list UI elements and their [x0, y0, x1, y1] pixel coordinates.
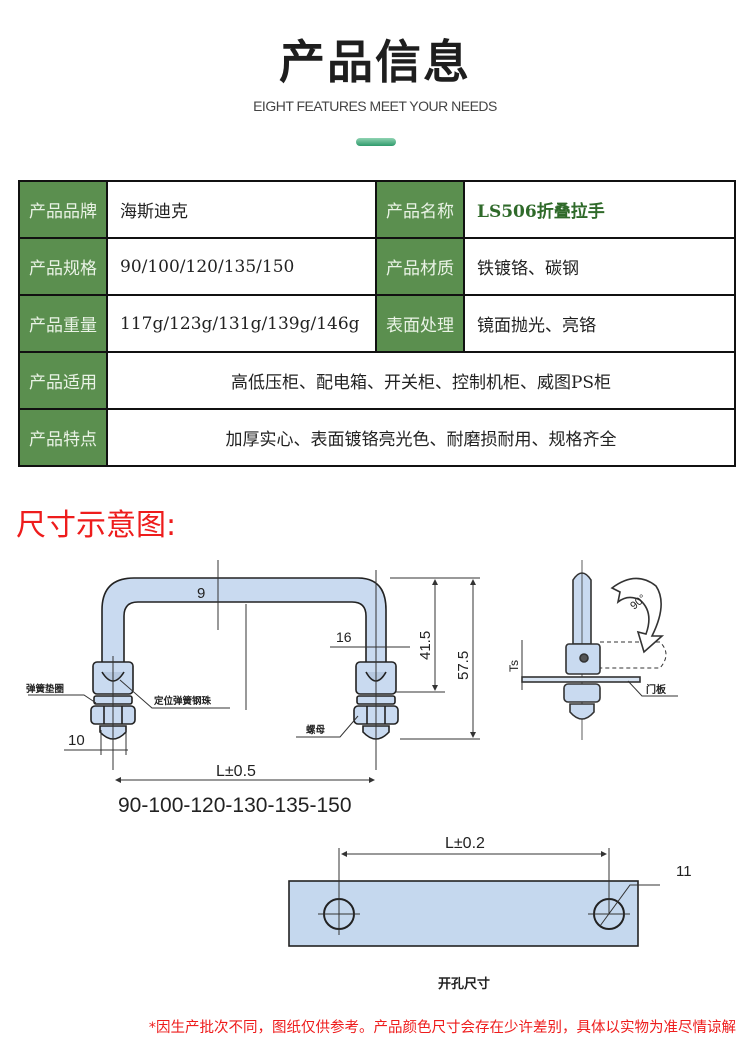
table-row: 产品品牌 海斯迪克 产品名称 LS506折叠拉手 [18, 180, 736, 239]
section-title-dimensions: 尺寸示意图: [16, 508, 177, 543]
label-weight: 产品重量 [18, 294, 108, 353]
label-nut: 螺母 [306, 724, 326, 736]
dim-length: L±0.5 [216, 763, 256, 780]
label-product-name: 产品名称 [375, 180, 465, 239]
cutout-view [288, 848, 660, 947]
label-spring-ball: 定位弹簧钢珠 [153, 695, 212, 707]
side-nut [563, 683, 601, 703]
label-features: 产品特点 [18, 408, 108, 467]
accent-divider [356, 138, 396, 146]
value-brand: 海斯迪克 [106, 180, 377, 239]
dim-base: 10 [68, 732, 85, 749]
label-door-panel: 门板 [646, 683, 667, 696]
dim-cutout-length: L±0.2 [445, 835, 485, 852]
label-surface: 表面处理 [375, 294, 465, 353]
door-panel [521, 676, 641, 683]
value-product-name: LS506折叠拉手 [463, 180, 736, 239]
table-row: 产品适用 高低压柜、配电箱、开关柜、控制机柜、威图PS柜 [18, 351, 736, 410]
label-spring-washer: 弹簧垫圈 [26, 683, 64, 695]
page-title: 产品信息 [279, 35, 471, 89]
table-row: 产品特点 加厚实心、表面镀铬亮光色、耐磨损耐用、规格齐全 [18, 408, 736, 467]
cutout-caption: 开孔尺寸 [438, 976, 490, 992]
product-info-table: 产品品牌 海斯迪克 产品名称 LS506折叠拉手 产品规格 90/100/120… [18, 180, 736, 467]
table-row: 产品重量 117g/123g/131g/139g/146g 表面处理 镜面抛光、… [18, 294, 736, 353]
length-options: 90-100-120-130-135-150 [118, 794, 352, 817]
dim-ts: Ts [507, 660, 521, 672]
value-application: 高低压柜、配电箱、开关柜、控制机柜、威图PS柜 [106, 351, 736, 410]
dim-hole-diameter: 11 [676, 863, 692, 880]
cutout-plate [288, 880, 639, 947]
dim-thickness: 9 [197, 585, 205, 602]
value-weight: 117g/123g/131g/139g/146g [106, 294, 377, 353]
side-folded-outline [600, 641, 667, 669]
value-material: 铁镀铬、碳钢 [463, 237, 736, 296]
value-features: 加厚实心、表面镀铬亮光色、耐磨损耐用、规格齐全 [106, 408, 736, 467]
disclaimer-note: *因生产批次不同，图纸仅供参考。产品颜色尺寸会存在少许差别，具体以实物为准尽情谅… [148, 1020, 736, 1036]
label-brand: 产品品牌 [18, 180, 108, 239]
label-material: 产品材质 [375, 237, 465, 296]
page-subtitle: EIGHT FEATURES MEET YOUR NEEDS [253, 98, 497, 114]
value-spec: 90/100/120/135/150 [106, 237, 377, 296]
table-row: 产品规格 90/100/120/135/150 产品材质 铁镀铬、碳钢 [18, 237, 736, 296]
side-view [521, 560, 667, 740]
dim-width: 16 [336, 629, 352, 645]
rotation-arrow-icon [610, 577, 665, 654]
side-dimension-lines [521, 640, 678, 697]
front-view [90, 577, 399, 740]
dimension-drawing: 9 16 41.5 57.5 10 L±0.5 90-100-120-130-1… [26, 560, 692, 992]
front-dimension-lines [28, 560, 480, 783]
label-application: 产品适用 [18, 351, 108, 410]
dim-height-inner: 41.5 [417, 631, 434, 660]
value-surface: 镜面抛光、亮铬 [463, 294, 736, 353]
dim-height-total: 57.5 [455, 651, 472, 680]
label-spec: 产品规格 [18, 237, 108, 296]
